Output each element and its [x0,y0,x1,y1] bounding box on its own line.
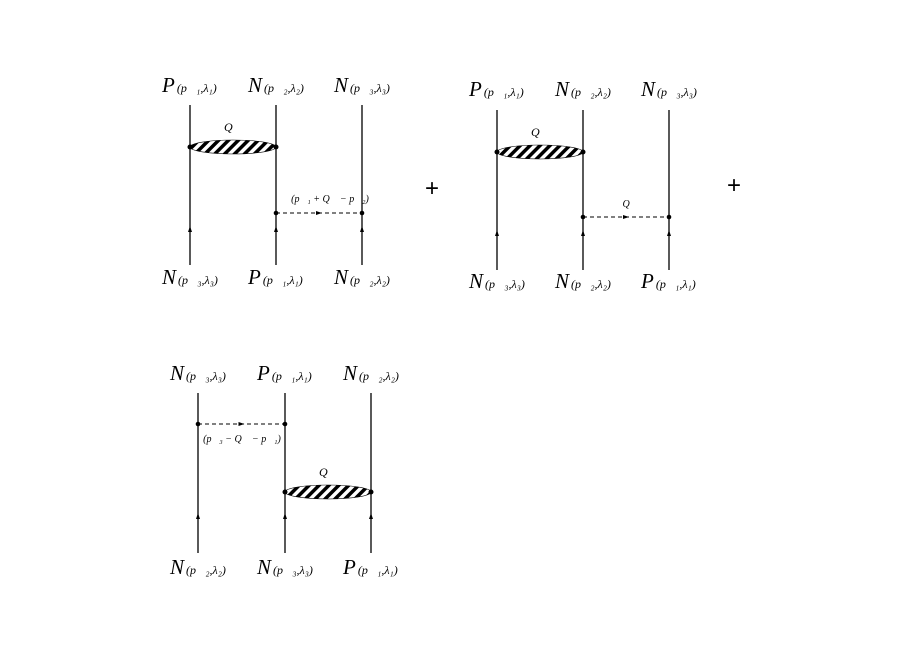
vertex [494,149,500,155]
vertex [195,421,201,427]
particle-args: (p⃗₃,λ₃) [178,273,218,287]
particle-letter: N [468,269,484,293]
blob-label: Q⃗ [531,125,549,139]
particle-letter: N [247,73,263,97]
hatched-blob [496,144,584,160]
particle-letter: P [342,555,356,579]
particle-args: (p⃗₂,λ₂) [571,277,611,291]
plus-operator: + [727,172,741,199]
particle-args: (p⃗₂,λ₂) [350,273,390,287]
bottom-label: N(p⃗₃,λ₃) [468,269,525,293]
top-label: N(p⃗₃,λ₃) [640,77,697,101]
arrow-up-icon [283,513,287,519]
top-label: N(p⃗₂,λ₂) [247,73,304,97]
hatched-blob [189,139,277,155]
particle-args: (p⃗₃,λ₃) [485,277,525,291]
vertex [359,210,365,216]
arrow-up-icon [274,226,278,232]
top-label: N(p⃗₃,λ₃) [333,73,390,97]
particle-letter: N [554,269,570,293]
particle-args: (p⃗₁,λ₁) [484,85,524,99]
particle-args: (p⃗₂,λ₂) [186,563,226,577]
bottom-label: N(p⃗₃,λ₃) [161,265,218,289]
exchange-label: (p⃗₃ − Q⃗ − p⃗₁) [203,434,281,445]
particle-letter: N [169,361,185,385]
particle-letter: N [640,77,656,101]
bottom-label: P(p⃗₁,λ₁) [342,555,398,579]
arrow-up-icon [495,230,499,236]
particle-args: (p⃗₁,λ₁) [656,277,696,291]
arrow-right-icon [316,211,322,215]
particle-letter: P [247,265,261,289]
arrow-right-icon [238,422,245,426]
vertex [282,421,288,427]
top-label: N(p⃗₂,λ₂) [342,361,399,385]
particle-args: (p⃗₂,λ₂) [571,85,611,99]
bottom-label: N(p⃗₃,λ₃) [256,555,313,579]
top-label: P(p⃗₁,λ₁) [468,77,524,101]
particle-letter: P [640,269,654,293]
particle-letter: N [256,555,272,579]
particle-letter: N [161,265,177,289]
top-label: N(p⃗₂,λ₂) [554,77,611,101]
particle-args: (p⃗₂,λ₂) [359,369,399,383]
particle-args: (p⃗₁,λ₁) [358,563,398,577]
vertex [187,144,193,150]
particle-letter: N [333,265,349,289]
bottom-label: N(p⃗₂,λ₂) [333,265,390,289]
arrow-up-icon [667,230,671,236]
hatched-blob [284,484,372,500]
arrow-up-icon [369,513,373,519]
vertex [666,214,672,220]
exchange-label: Q⃗ [623,199,638,210]
particle-args: (p⃗₁,λ₁) [272,369,312,383]
top-label: P(p⃗₁,λ₁) [161,73,217,97]
arrow-up-icon [581,230,585,236]
diagram-1: Q⃗(p⃗₁ + Q⃗ − p⃗₂)P(p⃗₁,λ₁)N(p⃗₂,λ₂)N(p⃗… [161,73,390,289]
particle-letter: N [342,361,358,385]
particle-letter: N [169,555,185,579]
top-label: P(p⃗₁,λ₁) [256,361,312,385]
bottom-label: N(p⃗₂,λ₂) [554,269,611,293]
particle-args: (p⃗₃,λ₃) [273,563,313,577]
particle-letter: N [333,73,349,97]
plus-operator: + [425,175,439,202]
particle-args: (p⃗₃,λ₃) [350,81,390,95]
vertex [368,489,374,495]
particle-letter: P [161,73,175,97]
vertex [273,144,279,150]
blob-label: Q⃗ [319,465,337,479]
particle-args: (p⃗₁,λ₁) [177,81,217,95]
particle-args: (p⃗₃,λ₃) [186,369,226,383]
exchange-label: (p⃗₁ + Q⃗ − p⃗₂) [291,194,369,205]
particle-letter: N [554,77,570,101]
bottom-label: N(p⃗₂,λ₂) [169,555,226,579]
vertex [273,210,279,216]
vertex [580,214,586,220]
bottom-label: P(p⃗₁,λ₁) [640,269,696,293]
particle-args: (p⃗₃,λ₃) [657,85,697,99]
particle-args: (p⃗₂,λ₂) [264,81,304,95]
blob-label: Q⃗ [224,120,242,134]
diagram-2: Q⃗Q⃗P(p⃗₁,λ₁)N(p⃗₂,λ₂)N(p⃗₃,λ₃)N(p⃗₃,λ₃)… [468,77,697,293]
particle-letter: P [468,77,482,101]
vertex [282,489,288,495]
particle-letter: P [256,361,270,385]
vertex [580,149,586,155]
arrow-up-icon [196,513,200,519]
arrow-up-icon [360,226,364,232]
particle-args: (p⃗₁,λ₁) [263,273,303,287]
diagram-3: Q⃗(p⃗₃ − Q⃗ − p⃗₁)N(p⃗₃,λ₃)P(p⃗₁,λ₁)N(p⃗… [169,361,399,579]
top-label: N(p⃗₃,λ₃) [169,361,226,385]
bottom-label: P(p⃗₁,λ₁) [247,265,303,289]
arrow-up-icon [188,226,192,232]
arrow-right-icon [623,215,629,219]
